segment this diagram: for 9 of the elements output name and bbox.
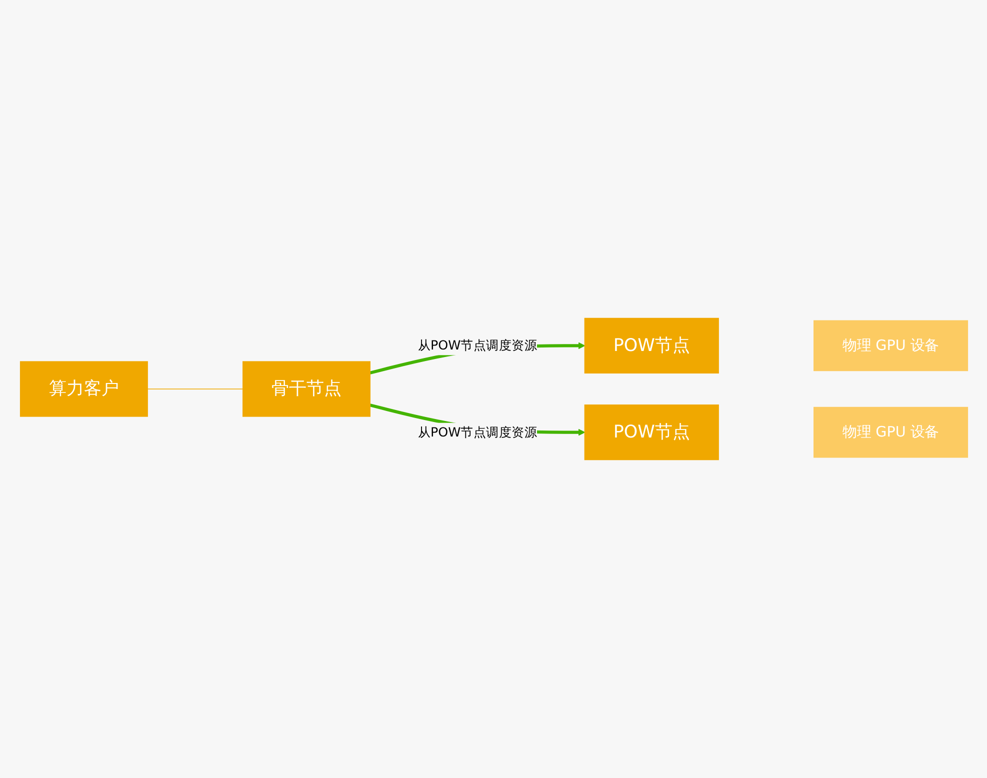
edge-label: 从POW节点调度资源 xyxy=(417,338,537,353)
node-box: POW节点 xyxy=(584,404,718,460)
node-box: 算力客户 xyxy=(19,361,148,417)
connector xyxy=(146,388,243,390)
node-box: POW节点 xyxy=(584,318,718,374)
node-box: 骨干节点 xyxy=(242,361,370,417)
node-box: 物理 GPU 设备 xyxy=(813,320,968,372)
edge-label: 从POW节点调度资源 xyxy=(417,424,537,440)
node-box: 物理 GPU 设备 xyxy=(813,406,968,458)
